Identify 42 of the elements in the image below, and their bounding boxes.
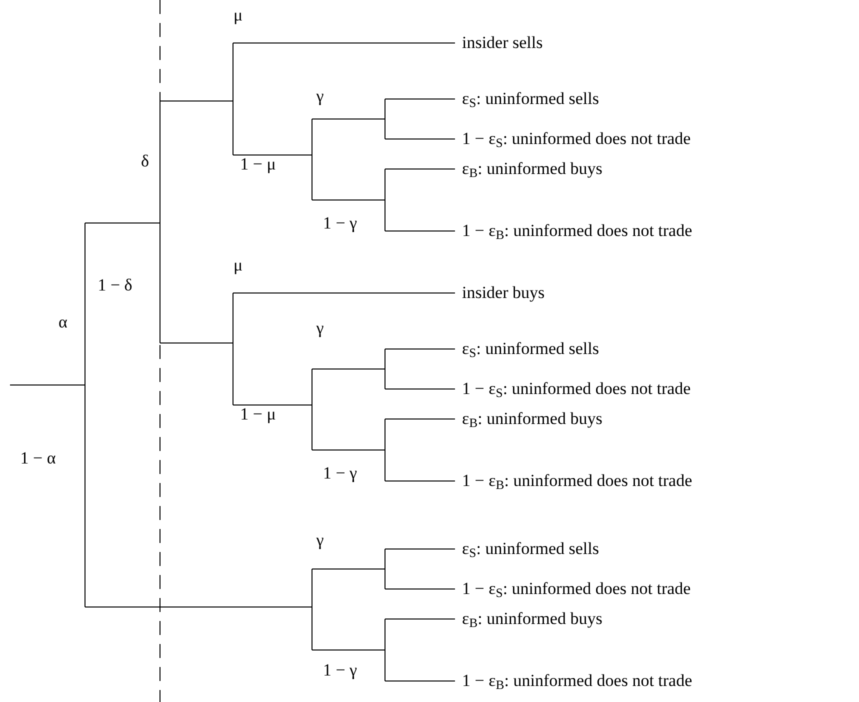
branch-line bbox=[384, 98, 456, 100]
outcome-text: insider buys bbox=[462, 283, 545, 302]
outcome-text: ε$_{B}$: uninformed buys bbox=[462, 609, 602, 628]
outcome-text: 1 − ε$_{B}$: uninformed does not trade bbox=[462, 471, 692, 490]
probability-label: γ bbox=[316, 532, 324, 548]
probability-label: μ bbox=[233, 256, 243, 274]
outcome-text: ε$_{S}$: uninformed sells bbox=[462, 89, 599, 108]
outcome-text: ε$_{B}$: uninformed buys bbox=[462, 409, 602, 428]
outcome-text: 1 − ε$_{S}$: uninformed does not trade bbox=[462, 579, 691, 598]
probability-label: 1 − δ bbox=[98, 276, 132, 294]
branch-line bbox=[384, 388, 456, 390]
probability-label: γ bbox=[316, 88, 324, 104]
probability-label: 1 − γ bbox=[322, 464, 358, 482]
probability-label: 1 − α bbox=[20, 450, 56, 466]
branch-line bbox=[384, 588, 456, 590]
probability-label: 1 − μ bbox=[240, 406, 276, 422]
outcome-text: ε$_{B}$: uninformed buys bbox=[462, 159, 602, 178]
branch-line bbox=[384, 618, 456, 620]
probability-label: α bbox=[58, 314, 68, 330]
branch-line bbox=[384, 418, 456, 420]
outcome-text: 1 − ε$_{S}$: uninformed does not trade bbox=[462, 379, 691, 398]
outcome-text: 1 − ε$_{B}$: uninformed does not trade bbox=[462, 221, 692, 240]
branch-line bbox=[232, 292, 456, 294]
branch-line bbox=[384, 480, 456, 482]
branch-line bbox=[384, 230, 456, 232]
probability-label: 1 − γ bbox=[322, 662, 358, 678]
branch-line bbox=[384, 348, 456, 350]
probability-label: δ bbox=[141, 152, 149, 170]
probability-label: μ bbox=[233, 6, 243, 24]
branch-line bbox=[384, 138, 456, 140]
outcome-text: insider sells bbox=[462, 33, 543, 52]
branch-line bbox=[384, 680, 456, 682]
outcome-text: 1 − ε$_{B}$: uninformed does not trade bbox=[462, 671, 692, 690]
outcome-text: 1 − ε$_{S}$: uninformed does not trade bbox=[462, 129, 691, 148]
branch-line bbox=[232, 42, 456, 44]
probability-label: 1 − γ bbox=[322, 214, 358, 232]
outcome-text: ε$_{S}$: uninformed sells bbox=[462, 339, 599, 358]
outcome-text: ε$_{S}$: uninformed sells bbox=[462, 539, 599, 558]
probability-label: γ bbox=[316, 320, 324, 336]
branch-line bbox=[384, 548, 456, 550]
branch-line bbox=[384, 168, 456, 170]
probability-label: 1 − μ bbox=[240, 156, 276, 172]
